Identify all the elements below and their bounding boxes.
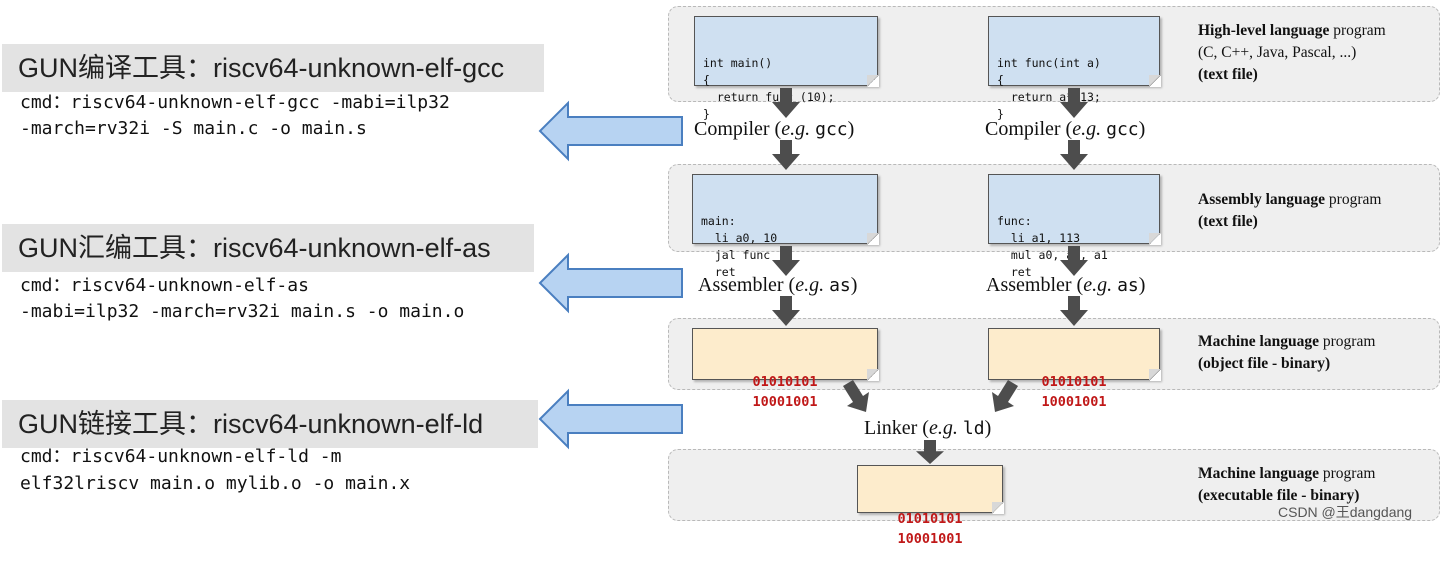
source-main-doc: int main() { return func (10); } <box>694 16 879 121</box>
diag-arrow-right-icon <box>992 380 1018 412</box>
flow-arrows <box>772 88 1088 464</box>
link-cmd-line1: cmd：riscv64-unknown-elf-ld -m <box>20 446 342 467</box>
down-arrow-icon <box>916 440 944 464</box>
down-arrow-icon <box>772 88 800 118</box>
down-arrow-icon <box>1060 88 1088 118</box>
compile-cmd-line1: cmd：riscv64-unknown-elf-gcc -mabi=ilp32 <box>20 92 450 113</box>
asm-func-doc: func: li a1, 113 mul a0, a0, a1 ret <box>988 174 1161 279</box>
assembler-label-func: Assembler (e.g. as) <box>986 274 1146 296</box>
compile-tool-title: GUN编译工具：riscv64-unknown-elf-gcc <box>2 44 544 92</box>
down-arrow-icon <box>1060 140 1088 170</box>
executable-label: Machine language program (executable fil… <box>1198 465 1376 504</box>
asm-func-code: func: li a1, 113 mul a0, a0, a1 ret <box>997 214 1108 279</box>
compiler-label-func: Compiler (e.g. gcc) <box>985 118 1146 140</box>
object-func-doc: 01010101 10001001 <box>988 328 1161 410</box>
object-func-binary: 01010101 10001001 <box>1041 374 1107 410</box>
object-main-doc: 01010101 10001001 <box>692 328 879 410</box>
source-main-code: int main() { return func (10); } <box>703 56 835 121</box>
compile-cmd-line2: -march=rv32i -S main.c -o main.s <box>20 118 367 139</box>
down-arrow-icon <box>772 296 800 326</box>
down-arrow-icon <box>772 246 800 276</box>
assemble-cmd-line1: cmd：riscv64-unknown-elf-as <box>20 275 309 296</box>
assembly-label: Assembly language program (text file) <box>1198 191 1382 230</box>
high-level-label: High-level language program (C, C++, Jav… <box>1198 22 1386 83</box>
down-arrow-icon <box>1060 246 1088 276</box>
source-func-code: int func(int a) { return a*113; } <box>997 56 1101 121</box>
down-arrow-icon <box>772 140 800 170</box>
compiler-label-main: Compiler (e.g. gcc) <box>694 118 855 140</box>
watermark: CSDN @王dangdang <box>1278 504 1413 520</box>
object-main-binary: 01010101 10001001 <box>752 374 818 410</box>
assemble-tool-title: GUN汇编工具：riscv64-unknown-elf-as <box>2 224 534 272</box>
asm-main-code: main: li a0, 10 jal func ret <box>701 214 778 279</box>
assemble-cmd-line2: -mabi=ilp32 -march=rv32i main.s -o main.… <box>20 301 465 322</box>
asm-main-doc: main: li a0, 10 jal func ret <box>692 174 879 279</box>
link-cmd-line2: elf32lriscv main.o mylib.o -o main.x <box>20 473 411 494</box>
object-label: Machine language program (object file - … <box>1198 333 1376 372</box>
assemble-arrow-icon <box>538 252 683 314</box>
lane-executable <box>668 449 1440 521</box>
down-arrow-icon <box>1060 296 1088 326</box>
assembler-label-main: Assembler (e.g. as) <box>698 274 858 296</box>
source-func-doc: int func(int a) { return a*113; } <box>988 16 1161 121</box>
linker-label: Linker (e.g. ld) <box>864 417 992 439</box>
diag-arrow-left-icon <box>843 380 869 412</box>
link-arrow-icon <box>538 388 683 450</box>
link-tool-title: GUN链接工具：riscv64-unknown-elf-ld <box>2 400 538 448</box>
compile-arrow-icon <box>538 100 683 162</box>
